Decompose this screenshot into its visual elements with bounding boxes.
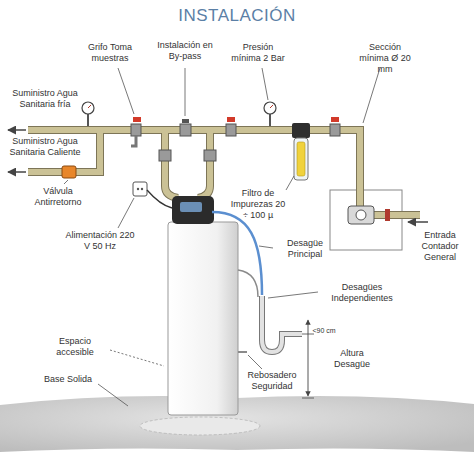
accessible-space [140, 417, 260, 435]
control-display [180, 202, 202, 212]
callout-label: Filtro de Impurezas 20 ÷ 100 µ [228, 188, 288, 221]
outlet-valve [204, 150, 216, 161]
inlet-valve [159, 150, 171, 161]
shutoff-valve [330, 124, 340, 136]
drain-trap [262, 296, 302, 352]
water-meter [348, 206, 374, 224]
callout-label: Altura Desagüe [322, 348, 382, 370]
callout-label: Suministro Agua Sanitaria Caliente [5, 136, 85, 158]
tap-handle [133, 117, 141, 122]
meter-dial [356, 210, 366, 220]
callout-label: Alimentación 220 V 50 Hz [64, 230, 136, 252]
check-valve [62, 166, 76, 178]
main-drain-hose [212, 212, 262, 295]
bypass-valve [180, 124, 191, 136]
callout-label: Desagües Independientes [320, 282, 404, 304]
sample-tap [131, 124, 141, 136]
pipe-outline [28, 130, 420, 215]
callout-label: Presión mínima 2 Bar [228, 42, 288, 64]
filter-bowl [294, 138, 308, 180]
cold-supply-arrow [8, 129, 26, 131]
filter-head [292, 123, 310, 138]
callout-label: <90 cm [309, 326, 339, 335]
pressure-gauge [82, 102, 94, 114]
pipe [28, 130, 420, 215]
callout-label: Suministro Agua Sanitaria fría [5, 88, 85, 110]
diagram-title: INSTALACIÓN [0, 6, 474, 26]
callout-label: Rebosadero Seguridad [241, 370, 303, 392]
callout-label: Base Solida [38, 374, 98, 385]
callout-label: Entrada Contador General [410, 230, 470, 263]
callout-label: Espacio accesible [40, 336, 110, 358]
height-dimension [308, 320, 309, 396]
meter-niche [330, 190, 402, 250]
callout-label: Sección mínima Ø 20 mm [354, 42, 416, 75]
callout-label: Instalación en By-pass [157, 40, 213, 62]
brine-drain-hose [238, 270, 258, 297]
leader-lines [64, 68, 380, 406]
filter-cartridge [297, 142, 305, 176]
control-valve [172, 196, 214, 224]
shutoff-valve [226, 124, 236, 136]
overflow-outlet [238, 351, 247, 353]
callout-label: Desagüe Principal [275, 238, 335, 260]
hot-supply-arrow [8, 171, 26, 173]
meter-valve [385, 209, 390, 221]
power-cord [147, 190, 172, 208]
callout-label: Grifo Toma muestras [75, 42, 145, 64]
softener-cabinet [168, 222, 238, 415]
callout-label: Válvula Antirretorno [23, 186, 93, 208]
inlet-arrow [408, 221, 428, 223]
power-socket [133, 182, 147, 196]
pressure-gauge [264, 102, 276, 114]
